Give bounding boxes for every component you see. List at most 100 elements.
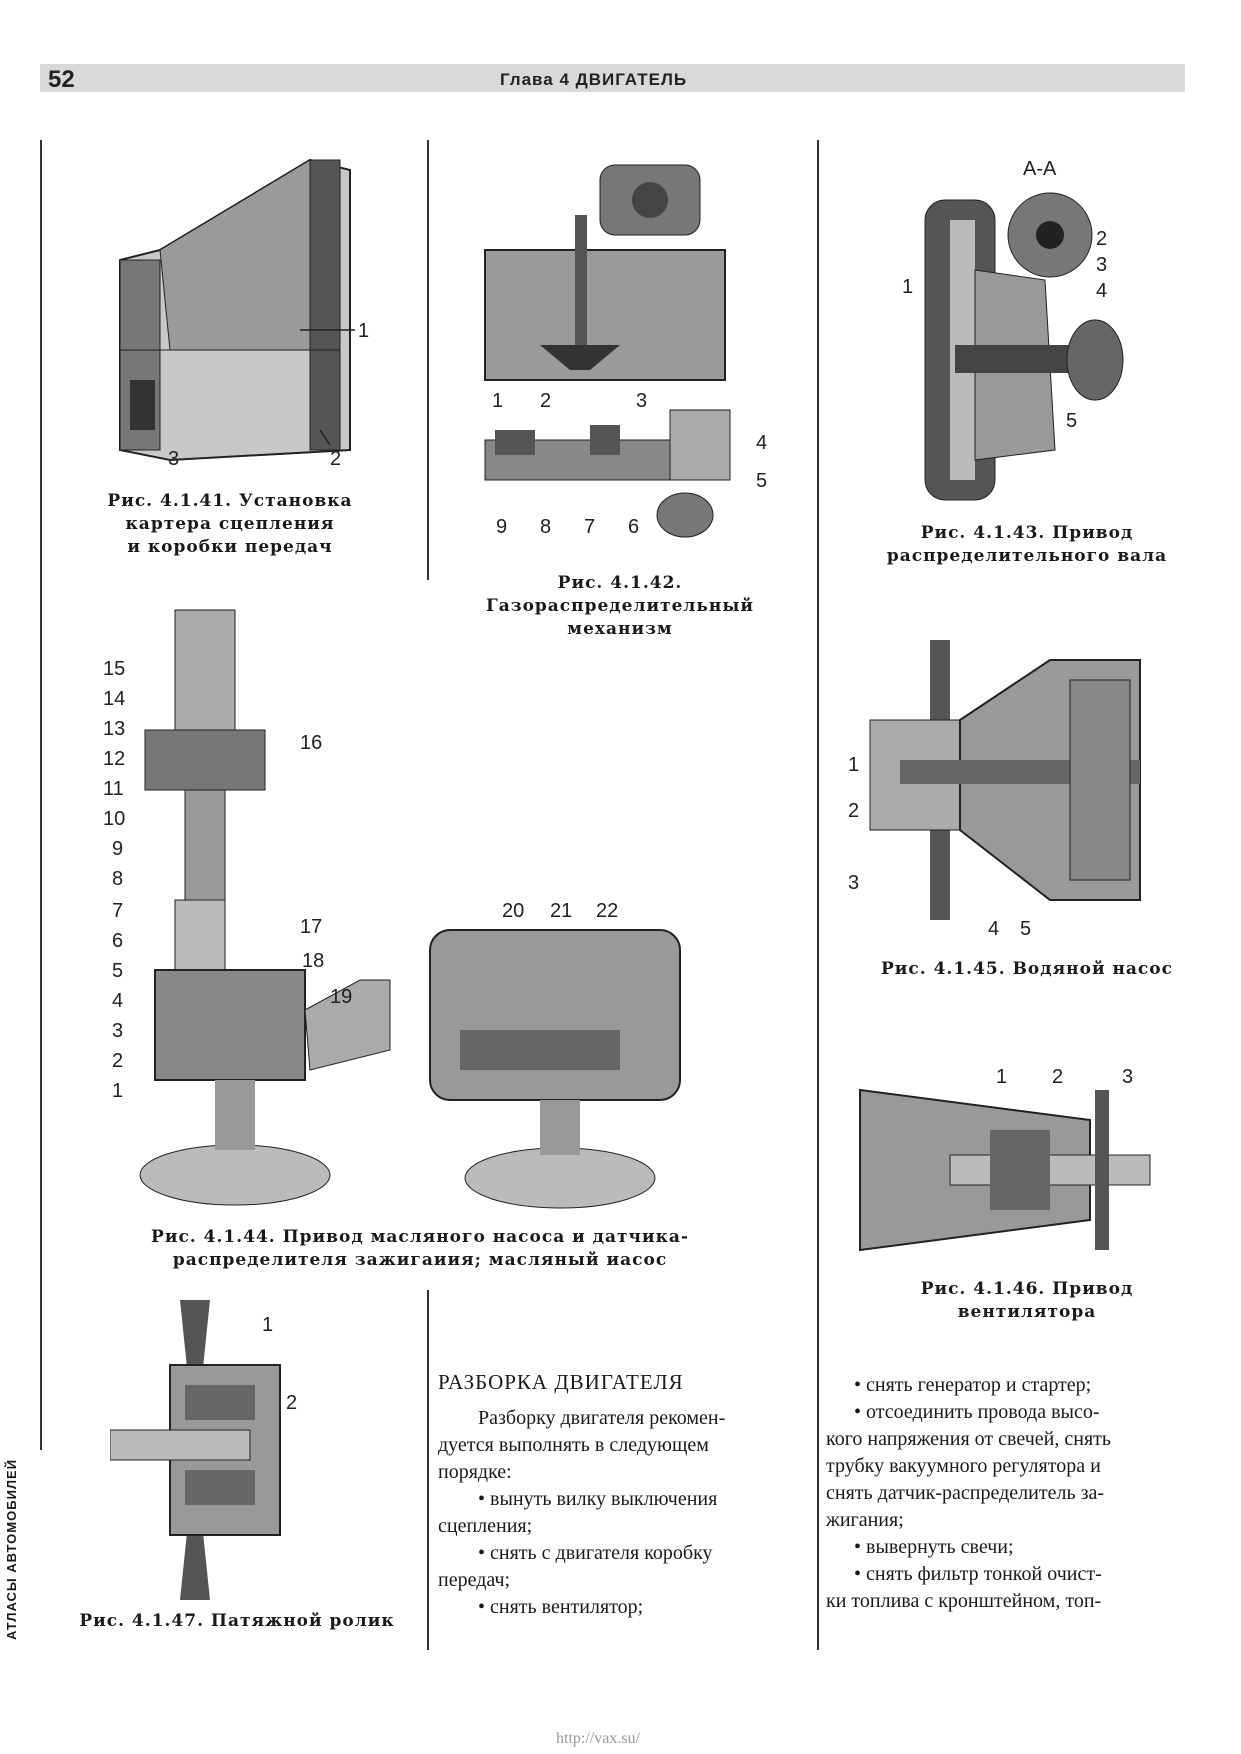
f45-callout-5: 5 [1020,918,1032,940]
paragraph-line: трубку вакуумного регулятора и [826,1455,1101,1477]
caption-line: распределительного вала [886,546,1168,566]
paragraph-line: снять датчик-распределитель за- [826,1482,1105,1504]
f44-callout-7: 7 [112,900,124,922]
paragraph-line: порядке: [438,1461,512,1483]
caption-line: картера сцепления [125,514,335,534]
f42-callout-7: 7 [584,516,596,538]
caption-line: Рис. 4.1.46. Привод [920,1279,1134,1299]
figure-4-1-41-caption: Рис. 4.1.41. Установка картера сцепления… [60,490,400,559]
f44-callout-8: 8 [112,868,124,890]
figure-4-1-43-caption: Рис. 4.1.43. Привод распределительного в… [842,522,1212,568]
paragraph-line: жигания; [826,1509,904,1531]
section-column-1: Разборку двигателя рекомен- дуется выпол… [438,1405,808,1621]
f45-callout-2: 2 [848,800,860,822]
f44-callout-17: 17 [300,916,323,938]
f44-callout-5: 5 [112,960,124,982]
footer-url[interactable]: http://vax.su/ [556,1730,640,1747]
f41-callout-3: 3 [168,448,180,470]
f44-callout-12: 12 [103,748,126,770]
figure-4-1-46-caption: Рис. 4.1.46. Привод вентилятора [842,1278,1212,1324]
side-label: АТЛАСЫ АВТОМОБИЛЕЙ [4,1458,19,1640]
caption-line: Рис. 4.1.42. [557,573,683,593]
f43-callout-3: 3 [1096,254,1108,276]
f44-callout-19: 19 [330,986,353,1008]
f42-callout-9: 9 [496,516,508,538]
caption-line: Рис. 4.1.41. Установка [107,491,353,511]
f44-callout-13: 13 [103,718,126,740]
paragraph-line: ки топлива с кронштейном, топ- [826,1590,1102,1612]
f46-callout-2: 2 [1052,1066,1064,1088]
f43-callout-2: 2 [1096,228,1108,250]
f45-callout-3: 3 [848,872,860,894]
f44-callout-11: 11 [103,778,124,800]
f45-callout-4: 4 [988,918,1000,940]
bullet-item: • снять генератор и стартер; [854,1374,1092,1396]
caption-line: Рис. 4.1.43. Привод [920,523,1134,543]
page-number: 52 [48,66,75,93]
f42-callout-5: 5 [756,470,768,492]
f44-callout-16: 16 [300,732,323,754]
figure-4-1-44-caption: Рис. 4.1.44. Привод масляного насоса и д… [100,1226,740,1272]
f44-callout-4: 4 [112,990,124,1012]
paragraph-line: дуется выполнять в следующем [438,1434,709,1456]
f42-callout-2: 2 [540,390,552,412]
caption-line: вентилятора [957,1302,1097,1322]
paragraph-line: сцепления; [438,1515,533,1537]
bullet-item: • вывернуть свечи; [854,1536,1014,1558]
column-rule-1 [427,140,429,580]
section-column-2: • снять генератор и стартер; • отсоедини… [826,1372,1191,1615]
f44-callout-9: 9 [112,838,124,860]
f44-callout-22: 22 [596,900,619,922]
f44-callout-3: 3 [112,1020,124,1042]
f44-callout-2: 2 [112,1050,124,1072]
figure-4-1-44-drawing [139,609,681,1209]
figure-4-1-41-drawing [119,158,355,462]
f43-section-label: А-А [1023,158,1057,180]
bullet-item: • снять вентилятор; [478,1596,644,1618]
f42-callout-3: 3 [636,390,648,412]
column-rule-left [40,140,42,1450]
f47-callout-1: 1 [262,1314,274,1336]
f42-callout-4: 4 [756,432,768,454]
header-bar [40,64,1185,92]
f43-callout-1: 1 [902,276,914,298]
f45-callout-1: 1 [848,754,860,776]
caption-line: и коробки передач [127,537,333,557]
f41-callout-2: 2 [330,448,342,470]
figure-4-1-46-drawing [859,1088,1151,1252]
bullet-item: • вынуть вилку выключения [478,1488,718,1510]
f47-callout-2: 2 [286,1392,298,1414]
f46-callout-3: 3 [1122,1066,1134,1088]
caption-line: Рис. 4.1.45. Водяной насос [881,959,1173,979]
f44-callout-21: 21 [550,900,573,922]
f44-callout-14: 14 [103,688,126,710]
bullet-item: • отсоединить провода высо- [854,1401,1100,1423]
f44-callout-1: 1 [112,1080,124,1102]
f41-callout-1: 1 [358,320,370,342]
bullet-item: • снять с двигателя коробку [478,1542,713,1564]
paragraph-line: передач; [438,1569,511,1591]
bullet-item: • снять фильтр тонкой очист- [854,1563,1102,1585]
f42-callout-8: 8 [540,516,552,538]
f44-callout-20: 20 [502,900,525,922]
f44-callout-10: 10 [103,808,126,830]
caption-line: Газораспределительный [485,596,755,616]
f44-callout-15: 15 [103,658,126,680]
column-rule-3 [427,1290,429,1650]
figure-4-1-45-caption: Рис. 4.1.45. Водяной насос [842,958,1212,981]
figure-4-1-42-caption: Рис. 4.1.42. Газораспределительный механ… [450,572,790,641]
caption-line: распределителя зажигаиия; масляный иасос [172,1250,668,1270]
figure-4-1-43-drawing [924,192,1124,501]
figure-4-1-47-drawing [110,1300,281,1600]
paragraph-line: кого напряжения от свечей, снять [826,1428,1111,1450]
caption-line: механизм [567,619,673,639]
caption-line: Рис. 4.1.47. Патяжной ролик [79,1611,395,1631]
section-heading: РАЗБОРКА ДВИГАТЕЛЯ [438,1370,684,1394]
f42-callout-6: 6 [628,516,640,538]
figure-4-1-42-drawing [484,164,731,538]
column-rule-2 [817,140,819,1650]
paragraph-line: Разборку двигателя рекомен- [478,1407,726,1429]
f44-callout-6: 6 [112,930,124,952]
f43-callout-4: 4 [1096,280,1108,302]
chapter-title: Глава 4 ДВИГАТЕЛЬ [500,70,688,89]
